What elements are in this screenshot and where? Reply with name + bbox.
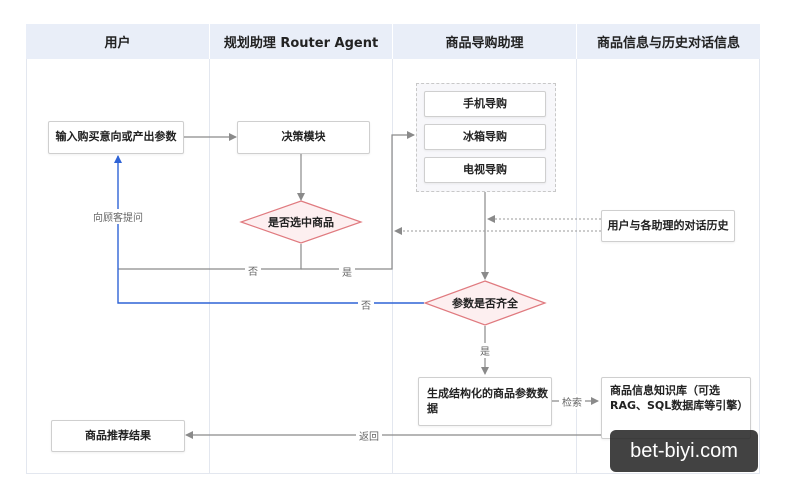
edge-label-retrieve: 检索 <box>559 394 585 409</box>
edge-selected-yes <box>301 131 415 270</box>
recommend-result-box: 商品推荐结果 <box>51 420 185 452</box>
lane-title-shopping: 商品导购助理 <box>445 36 524 51</box>
phone-guide-label: 手机导购 <box>463 96 507 110</box>
edge-label-yes-1: 是 <box>339 264 355 279</box>
decision-module-box: 决策模块 <box>237 121 370 154</box>
diamond-params-complete-shape <box>423 280 547 326</box>
diamond-is-selected-shape <box>239 200 363 244</box>
lane-header-shopping: 商品导购助理 <box>393 24 576 59</box>
recommend-result-label: 商品推荐结果 <box>85 428 151 442</box>
edge-label-no-2: 否 <box>358 297 374 312</box>
lane-header-info: 商品信息与历史对话信息 <box>577 24 760 59</box>
lane-title-user: 用户 <box>104 36 131 51</box>
edge-label-return: 返回 <box>356 428 382 443</box>
chat-history-label: 用户与各助理的对话历史 <box>607 218 729 232</box>
lane-bottom-border <box>26 473 760 474</box>
fridge-guide-box: 冰箱导购 <box>424 124 546 150</box>
tv-guide-box: 电视导购 <box>424 157 546 183</box>
fridge-guide-label: 冰箱导购 <box>463 129 507 143</box>
input-intent-label: 输入购买意向或产出参数 <box>55 130 177 144</box>
lane-header-router: 规划助理 Router Agent <box>210 24 392 59</box>
lane-shopping <box>392 59 577 474</box>
knowledge-base-box: 商品信息知识库（可选RAG、SQL数据库等引擎） <box>601 377 751 439</box>
lane-user <box>26 59 210 474</box>
lane-title-router: 规划助理 Router Agent <box>223 36 379 51</box>
edge-label-yes-2: 是 <box>477 343 493 358</box>
knowledge-base-label: 商品信息知识库（可选RAG、SQL数据库等引擎） <box>610 384 749 412</box>
edge-selected-no <box>118 244 302 270</box>
chat-history-box: 用户与各助理的对话历史 <box>601 210 735 242</box>
watermark: bet-biyi.com <box>610 430 758 472</box>
decision-module-label: 决策模块 <box>281 130 326 144</box>
phone-guide-box: 手机导购 <box>424 91 546 117</box>
edge-ask-customer <box>114 155 424 304</box>
is-selected-decision: 是否选中商品 <box>268 216 334 229</box>
lane-info <box>576 59 760 474</box>
input-intent-box: 输入购买意向或产出参数 <box>48 121 184 154</box>
edge-label-ask-customer: 向顾客提问 <box>90 209 146 224</box>
lane-title-info: 商品信息与历史对话信息 <box>596 36 740 51</box>
edge-label-no-1: 否 <box>245 263 261 278</box>
structured-params-label: 生成结构化的商品参数数据 <box>427 386 548 415</box>
structured-params-box: 生成结构化的商品参数数据 <box>418 377 552 426</box>
params-complete-decision: 参数是否齐全 <box>452 297 518 310</box>
lane-header-user: 用户 <box>26 24 209 59</box>
tv-guide-label: 电视导购 <box>463 162 507 176</box>
